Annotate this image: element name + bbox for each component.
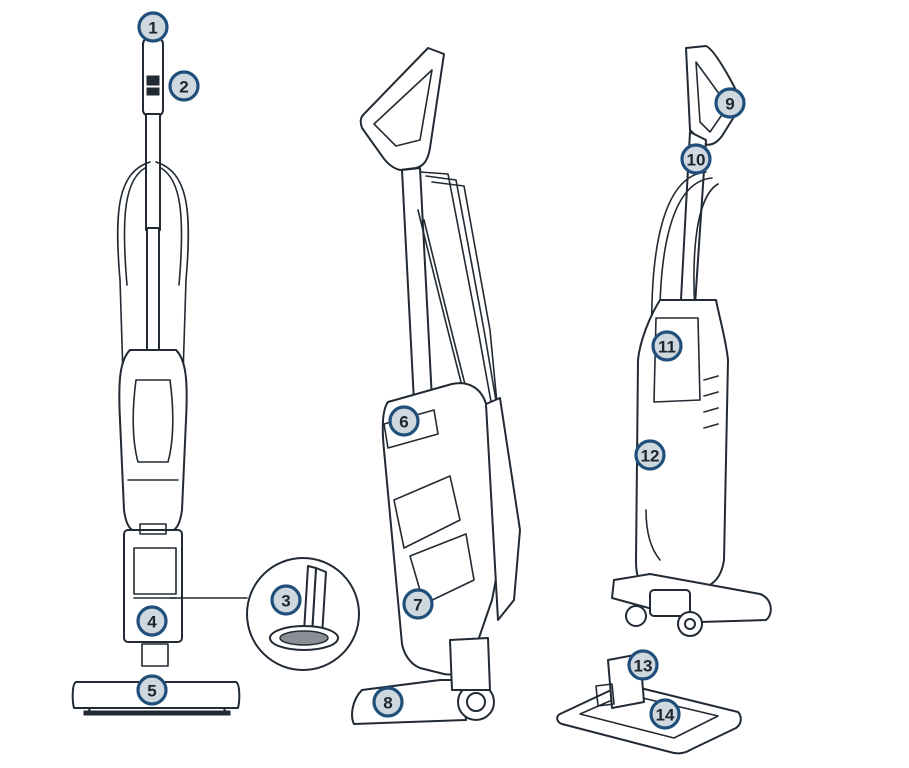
callout-number: 13	[634, 657, 653, 676]
callout-12: 12	[634, 439, 666, 471]
trigger-button	[146, 75, 160, 86]
side-handle	[359, 47, 445, 171]
callout-number: 10	[687, 151, 706, 170]
callout-circle	[270, 584, 302, 616]
callout-1: 1	[137, 11, 169, 43]
callout-circle	[649, 698, 681, 730]
callout-2: 2	[168, 70, 200, 102]
callout-circle	[714, 87, 746, 119]
side-view-vacuum	[351, 47, 521, 725]
callout-circle	[680, 143, 712, 175]
callout-number: 6	[399, 413, 408, 432]
callout-number: 4	[147, 613, 157, 632]
tray-base	[556, 683, 742, 755]
callout-number: 5	[147, 682, 156, 701]
back-floor-head	[611, 573, 772, 623]
callout-9: 9	[714, 87, 746, 119]
callout-circle	[137, 11, 169, 43]
callout-circle	[402, 588, 434, 620]
callout-circle	[372, 686, 404, 718]
upper-wand	[145, 113, 161, 231]
callout-number: 8	[383, 694, 392, 713]
callout-11: 11	[651, 330, 683, 362]
callout-14: 14	[649, 698, 681, 730]
inset-circle	[246, 557, 360, 671]
callout-number: 11	[658, 338, 676, 357]
callout-circle	[627, 649, 659, 681]
front-view-vacuum	[71, 37, 241, 716]
side-floor-head	[351, 679, 467, 725]
callout-number: 9	[725, 95, 734, 114]
callout-number: 14	[656, 706, 675, 725]
callout-number: 1	[148, 19, 157, 38]
callout-number: 12	[641, 447, 660, 466]
callout-13: 13	[627, 649, 659, 681]
main-body	[118, 349, 188, 533]
callout-circle	[651, 330, 683, 362]
brush-tool-inset	[169, 557, 360, 671]
callout-4: 4	[136, 605, 168, 637]
callout-number: 2	[179, 78, 188, 97]
callout-number: 3	[281, 592, 290, 611]
callout-8: 8	[372, 686, 404, 718]
callout-5: 5	[136, 674, 168, 706]
callout-6: 6	[388, 405, 420, 437]
callout-circle	[136, 605, 168, 637]
callout-10: 10	[680, 143, 712, 175]
callout-circle	[136, 674, 168, 706]
callout-number: 7	[413, 596, 422, 615]
back-view-vacuum	[611, 45, 772, 637]
callout-circle	[168, 70, 200, 102]
callout-7: 7	[402, 588, 434, 620]
callout-circle	[388, 405, 420, 437]
callout-3: 3	[270, 584, 302, 616]
callout-circle	[634, 439, 666, 471]
